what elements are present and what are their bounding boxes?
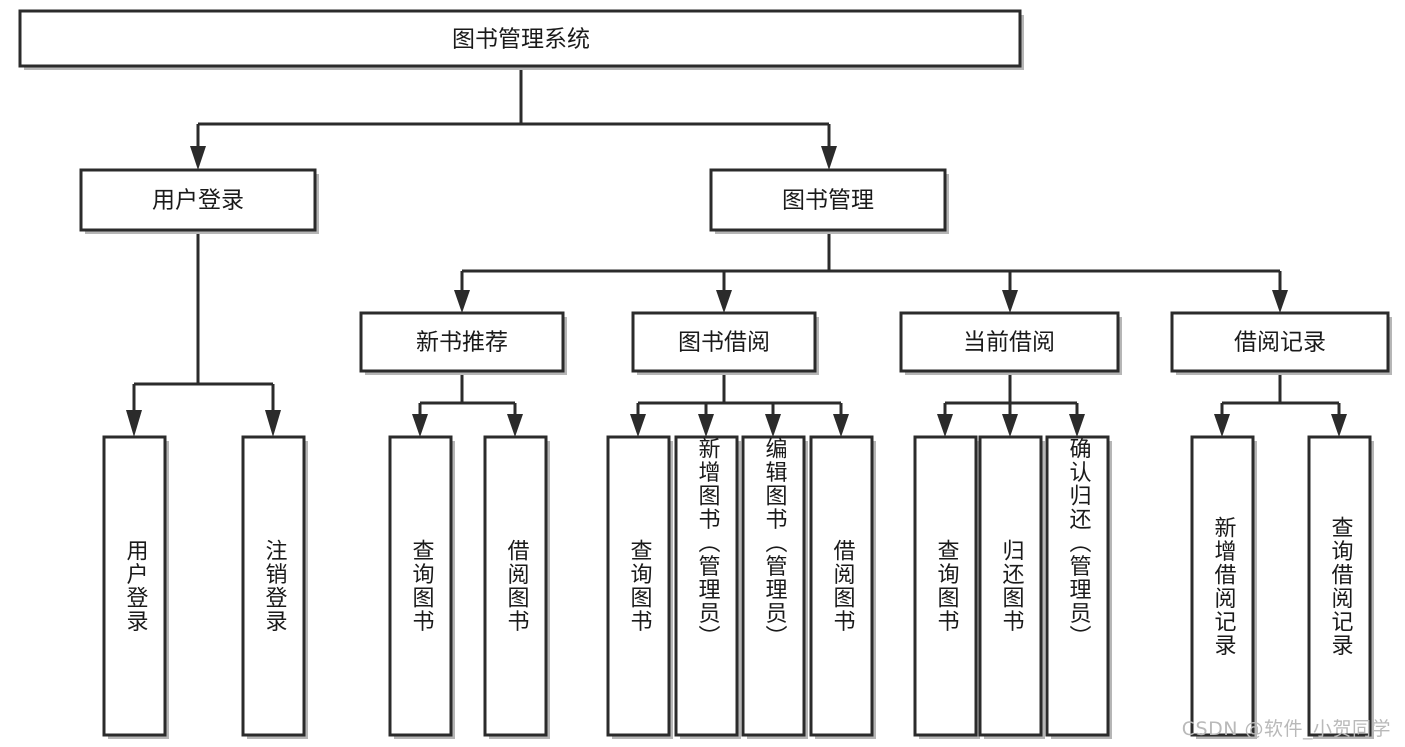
arrow-head-borrow-record-leaf-1 [1214,414,1230,437]
arrow-head-current-borrow [1002,290,1018,313]
book-borrow-label: 图书借阅 [678,330,770,356]
arrow-head-new-book [454,290,470,313]
book-management-box[interactable] [709,168,947,232]
connector-group [126,68,1347,437]
arrow-head-borrow-record-leaf-2 [1331,414,1347,437]
node-box-group [18,9,1392,739]
user-login-label: 用户登录 [152,188,244,214]
horizontal-label-group: 图书管理系统 用户登录 图书管理 新书推荐 图书借阅 当前借阅 借阅记录 [152,27,1326,356]
arrow-head-new-book-leaf-2 [507,414,523,437]
leaf-box-add-record[interactable] [1190,435,1255,737]
arrow-head-book-borrow-leaf-3 [765,414,781,437]
new-book-recommend-box[interactable] [359,311,565,373]
book-borrow-box[interactable] [631,311,817,373]
arrow-head-book-borrow-leaf-2 [698,414,714,437]
leaf-box-logout[interactable] [241,435,306,737]
arrow-head-book-mgmt [821,146,837,170]
current-borrow-label: 当前借阅 [963,330,1055,356]
arrow-head-book-borrow-leaf-1 [630,414,646,437]
borrow-record-box[interactable] [1170,311,1390,373]
leaf-box-return-book[interactable] [978,435,1043,737]
arrow-head-book-borrow [716,290,732,313]
arrow-head-new-book-leaf-1 [412,414,428,437]
root-box[interactable] [18,9,1022,68]
leaf-box-confirm-return[interactable] [1045,435,1110,737]
arrow-head-user-login [190,146,206,170]
leaf-box-query-book-3[interactable] [913,435,978,737]
book-management-label: 图书管理 [782,188,874,214]
leaf-box-query-book-1[interactable] [388,435,453,737]
borrow-record-label: 借阅记录 [1234,330,1326,356]
arrow-head-leaf-logout [265,410,281,437]
leaf-box-borrow-book-2[interactable] [809,435,874,737]
arrow-head-current-borrow-leaf-3 [1069,414,1085,437]
user-login-box[interactable] [79,168,317,232]
arrow-head-borrow-record [1272,290,1288,313]
leaf-box-query-book-2[interactable] [606,435,671,737]
arrow-head-current-borrow-leaf-2 [1002,414,1018,437]
leaf-box-borrow-book-1[interactable] [483,435,548,737]
arrow-head-book-borrow-leaf-4 [833,414,849,437]
leaf-box-query-record[interactable] [1307,435,1372,737]
watermark: CSDN @软件_小贺同学 [1181,718,1391,740]
arrow-head-leaf-user-login [126,410,142,437]
leaf-box-edit-book[interactable] [741,435,806,737]
arrow-head-current-borrow-leaf-1 [937,414,953,437]
new-book-recommend-label: 新书推荐 [416,330,508,356]
root-label: 图书管理系统 [452,27,590,53]
leaf-box-user-login[interactable] [102,435,167,737]
leaf-box-add-book[interactable] [674,435,739,737]
current-borrow-box[interactable] [899,311,1120,373]
